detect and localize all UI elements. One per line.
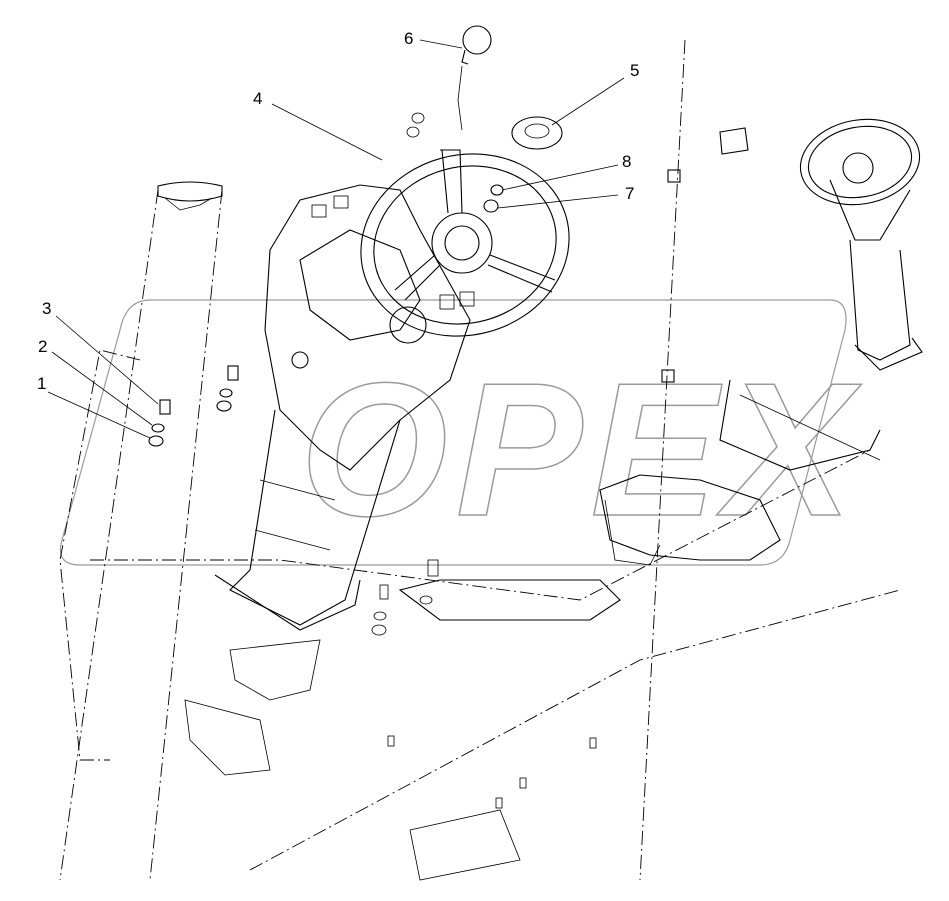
- callout-7: 7: [625, 184, 635, 203]
- callout-2: 2: [38, 337, 48, 356]
- steering-column: [214, 184, 475, 631]
- callout-6: 6: [404, 29, 414, 48]
- leader-lines: [47, 39, 625, 439]
- watermark: OPEX: [59, 299, 862, 566]
- steering-detail-view: [799, 118, 923, 371]
- bolt-set: [148, 365, 239, 447]
- watermark-text: OPEX: [300, 344, 862, 556]
- callout-8: 8: [622, 152, 632, 171]
- callout-4: 4: [253, 89, 263, 108]
- gear-knob: [462, 25, 492, 55]
- washer-7: [483, 199, 499, 213]
- horn-cap: [511, 116, 563, 150]
- floor-line: [249, 589, 901, 871]
- right-post-line: [639, 39, 686, 881]
- callout-5: 5: [630, 61, 640, 80]
- pin-set: [371, 559, 597, 809]
- callout-1: 1: [37, 374, 47, 393]
- cab-frame: [184, 127, 881, 881]
- steering-wheel: [360, 149, 570, 337]
- frame-line: [90, 449, 871, 601]
- left-post: [59, 181, 223, 881]
- callout-3: 3: [42, 299, 52, 318]
- washer-8: [490, 184, 504, 196]
